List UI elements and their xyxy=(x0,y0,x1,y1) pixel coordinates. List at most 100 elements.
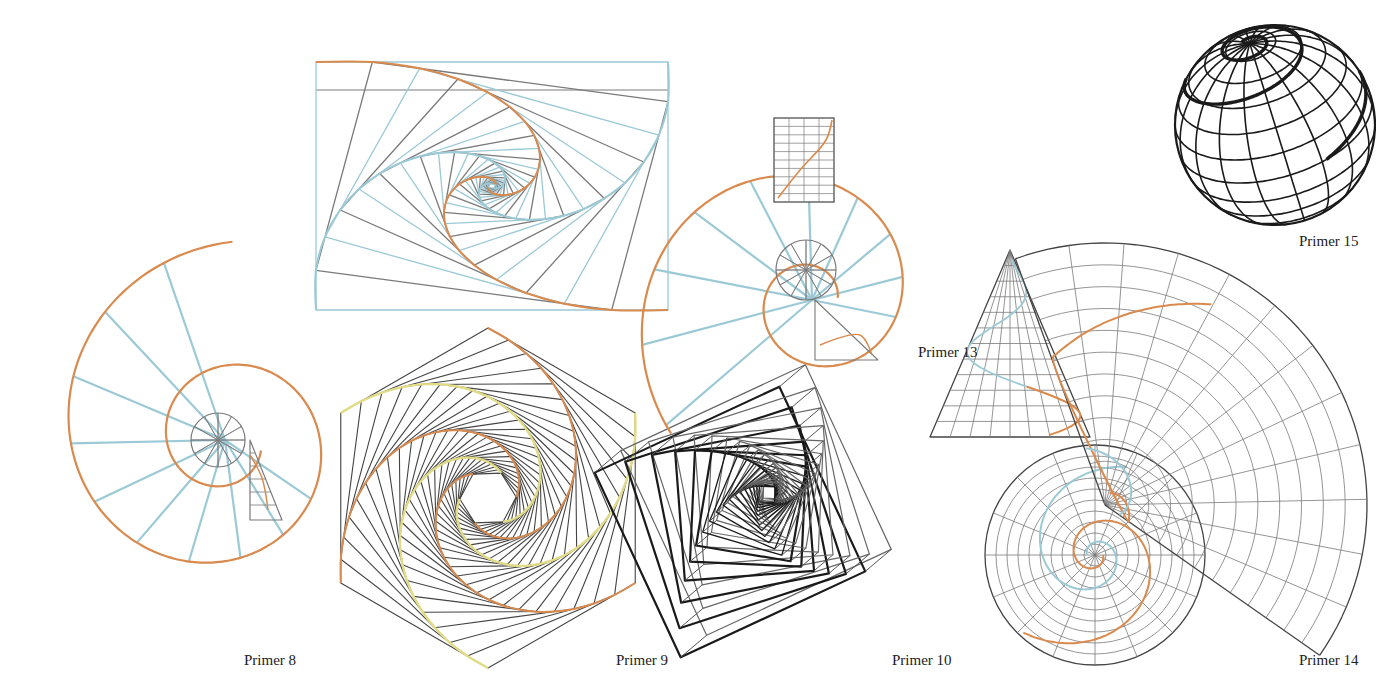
radius-ray xyxy=(666,300,812,425)
nested-square xyxy=(460,163,525,209)
cube-edge xyxy=(726,441,740,453)
cube-edge xyxy=(791,548,806,561)
loxodrome-spiral xyxy=(1326,71,1365,160)
cube-edge xyxy=(681,635,707,657)
sphere-meridian xyxy=(1180,44,1250,184)
nested-hexagon xyxy=(460,473,516,523)
nested-hexagon xyxy=(349,368,627,628)
sphere-meridian xyxy=(1244,44,1286,225)
nested-square xyxy=(449,156,534,216)
fan-grid xyxy=(1105,445,1360,505)
primer-9-square-whirl xyxy=(315,61,668,310)
disc-spiral xyxy=(1023,521,1150,644)
nested-hexagon xyxy=(341,340,635,656)
primer-13-spiral xyxy=(642,176,903,434)
angle-circle xyxy=(191,413,245,467)
radius-ray xyxy=(137,440,225,543)
primer-8-spiral xyxy=(69,242,322,563)
cube-edge xyxy=(759,498,763,502)
nested-hexagon xyxy=(458,470,517,526)
nested-hexagon xyxy=(441,457,535,540)
cube-edge xyxy=(685,565,704,581)
sphere-meridian xyxy=(1250,41,1375,127)
whirl-curve xyxy=(475,328,576,538)
cube-edge xyxy=(804,426,823,442)
triangle-hatch xyxy=(250,505,276,506)
fan-grid xyxy=(1105,505,1346,607)
ratio-triangle xyxy=(250,440,282,520)
nested-hexagon xyxy=(400,403,576,593)
nested-hexagon xyxy=(436,441,541,555)
grid-rectangle xyxy=(774,118,834,202)
cube-back-face xyxy=(759,478,784,503)
figure-label: Primer 9 xyxy=(616,652,668,669)
nested-hexagon xyxy=(415,430,562,565)
cube-edge xyxy=(595,451,621,473)
primer-15-sphere xyxy=(1175,25,1375,225)
fan-spiral xyxy=(1086,448,1131,515)
cube-back-face xyxy=(738,459,802,523)
sphere-meridian xyxy=(1196,44,1250,216)
cube-edge xyxy=(774,499,778,503)
fan-grid xyxy=(1105,253,1178,505)
cube-front-face xyxy=(652,426,829,603)
sphere-outline xyxy=(1175,25,1375,225)
sphere-meridian xyxy=(1250,44,1329,214)
nested-square xyxy=(483,179,502,192)
sphere-meridian xyxy=(1219,44,1262,225)
loxodrome-spiral xyxy=(1184,27,1302,104)
nested-square xyxy=(325,68,659,303)
radius-ray xyxy=(654,269,812,300)
cube-edge xyxy=(800,408,821,426)
angle-circle xyxy=(776,240,836,300)
nested-hexagon xyxy=(399,396,576,600)
cube-edge xyxy=(792,388,815,408)
cube-edge xyxy=(775,483,779,487)
cube-front-face xyxy=(753,483,778,508)
cube-front-face xyxy=(625,407,846,628)
cube-edge xyxy=(747,450,758,459)
nested-square xyxy=(454,159,530,212)
sphere-meridian xyxy=(1250,44,1353,200)
cube-back-face xyxy=(717,441,819,543)
inner-arc xyxy=(820,334,872,355)
radius-ray xyxy=(73,376,225,440)
nested-hexagon xyxy=(409,429,566,567)
cube-front-face xyxy=(595,387,866,658)
cube-front-face xyxy=(740,474,786,520)
fan-spiral xyxy=(1053,304,1212,522)
triangle-hatch xyxy=(250,492,271,493)
cube-edge xyxy=(775,538,787,549)
nested-hexagon xyxy=(444,458,532,539)
cone-grid xyxy=(1010,250,1011,437)
nested-square xyxy=(471,171,513,201)
radius-ray xyxy=(189,440,225,561)
nested-hexagon xyxy=(341,328,635,668)
graph-curve xyxy=(778,120,832,198)
whirl-curve xyxy=(315,152,505,310)
cube-back-face xyxy=(621,365,892,636)
disc-grid xyxy=(993,513,1196,597)
cube-edge xyxy=(652,437,673,455)
cube-edge xyxy=(782,544,796,556)
whirl-curve xyxy=(444,177,668,311)
nested-square xyxy=(476,175,508,198)
nested-square xyxy=(400,121,583,250)
cube-edge xyxy=(675,435,694,451)
fan-grid xyxy=(1105,505,1362,554)
sphere-meridian xyxy=(1250,44,1369,175)
grid-rectangle xyxy=(774,118,834,202)
nested-hexagon xyxy=(435,437,542,559)
cube-edge xyxy=(712,438,727,451)
cube-edge xyxy=(695,436,712,450)
cube-front-face xyxy=(759,486,775,502)
cube-back-face xyxy=(763,483,779,499)
nested-square xyxy=(420,135,563,236)
sphere-parallel xyxy=(1215,205,1301,216)
fan-grid xyxy=(1015,243,1367,655)
nested-square xyxy=(465,167,518,205)
whirl-curve xyxy=(479,62,669,220)
whirl-curve xyxy=(457,413,636,566)
cube-front-face xyxy=(710,456,803,549)
